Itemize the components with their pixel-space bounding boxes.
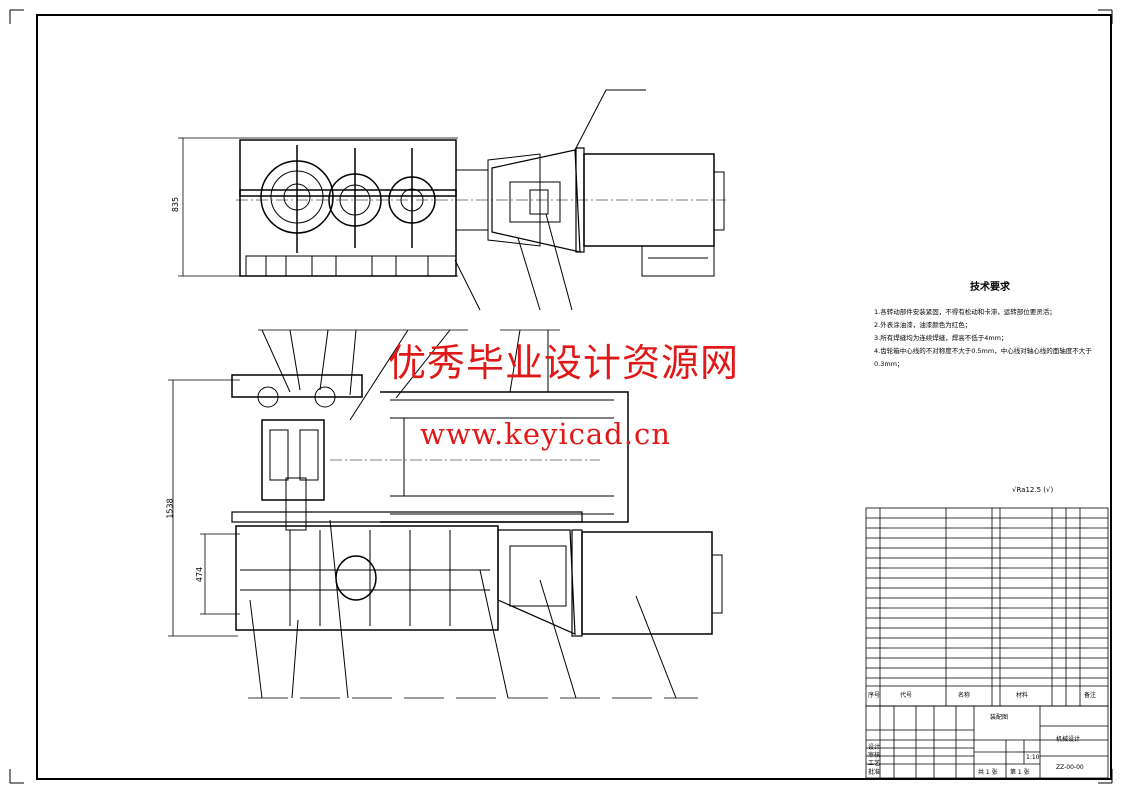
header-material: 材料 — [1016, 692, 1029, 699]
front-view — [178, 89, 726, 311]
title-org: 机械设计 — [1056, 736, 1081, 743]
header-code: 代号 — [900, 692, 913, 699]
dimension-plan-total: 1538 — [165, 498, 175, 519]
tech-requirement-item: 4.齿轮箱中心线的不对称度不大于0.5mm，中心线对轴心线的面轴度不大于 — [874, 347, 1092, 355]
title-drawing-name: 装配图 — [990, 714, 1009, 721]
header-name: 名称 — [958, 692, 971, 699]
title-process: 工艺 — [868, 760, 881, 767]
watermark-chinese: 优秀毕业设计资源网 — [388, 341, 740, 385]
roughness-note: √Ra12.5 (√) — [1012, 486, 1054, 494]
parts-list — [865, 507, 1109, 707]
tech-requirements-title: 技术要求 — [970, 282, 1010, 293]
title-approve: 批准 — [868, 769, 881, 776]
title-sheet-no: 第 1 张 — [1010, 769, 1030, 776]
tech-requirement-item: 2.外表涂油漆，油漆颜色为红色； — [874, 321, 972, 329]
header-no: 序号 — [868, 692, 881, 699]
tech-requirement-item: 0.3mm； — [874, 360, 904, 368]
title-drawing-no: ZZ-00-00 — [1056, 764, 1084, 771]
header-remark: 备注 — [1084, 692, 1097, 699]
title-sheet: 共 1 张 — [978, 769, 998, 776]
tech-requirements-list: 1.各转动部件安装紧固，不得有松动和卡滞，运转部位要灵活； 2.外表涂油漆，油漆… — [874, 306, 1109, 371]
title-design: 设计 — [868, 744, 881, 751]
dimension-plan-box: 474 — [195, 566, 205, 583]
title-check: 审核 — [868, 752, 881, 759]
watermark-url: www.keyicad.cn — [420, 417, 671, 451]
tech-requirement-item: 3.所有焊缝均为连续焊缝，焊高不低于4mm； — [874, 334, 1008, 342]
title-block — [865, 705, 1109, 779]
tech-requirement-item: 1.各转动部件安装紧固，不得有松动和卡滞，运转部位要灵活； — [874, 308, 1056, 316]
plan-view — [168, 329, 723, 699]
title-scale: 1:10 — [1026, 754, 1040, 761]
dimension-front-height: 835 — [171, 196, 181, 213]
outer-frame — [36, 14, 1112, 780]
